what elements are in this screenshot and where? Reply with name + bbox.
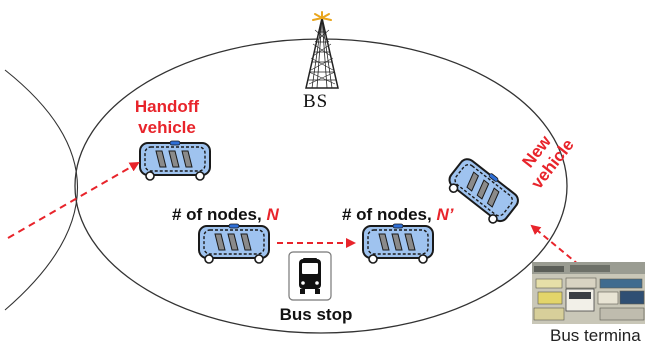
- handoff-line2: vehicle: [138, 118, 196, 137]
- bus-icon: [288, 251, 332, 301]
- new-vehicle-arrow: [530, 224, 580, 266]
- handoff-arrow: [7, 162, 140, 239]
- bus-terminal-photo: [532, 262, 645, 324]
- handoff-line1: Handoff: [134, 97, 200, 116]
- neighbor-cell-boundary: [4, 69, 78, 311]
- nodes-before-var: N: [266, 205, 279, 224]
- handoff-vehicle-label: Handoff vehicle: [112, 96, 222, 138]
- nodes-after-prefix: # of nodes,: [342, 205, 437, 224]
- nodes-count-before: # of nodes, N: [172, 205, 279, 225]
- bus-stop-label: Bus stop: [279, 305, 353, 324]
- nodes-before-prefix: # of nodes,: [172, 205, 267, 224]
- new-bus: [442, 153, 524, 230]
- stop-bus-before: [198, 223, 270, 264]
- nodes-count-after: # of nodes, N’: [342, 205, 453, 225]
- base-station-tower: [305, 11, 339, 89]
- stop-bus-after: [362, 223, 434, 264]
- bus-terminal-label: Bus termina: [550, 326, 641, 345]
- base-station-label: BS: [303, 91, 329, 112]
- nodes-after-var: N’: [436, 205, 454, 224]
- handoff-bus: [139, 140, 211, 181]
